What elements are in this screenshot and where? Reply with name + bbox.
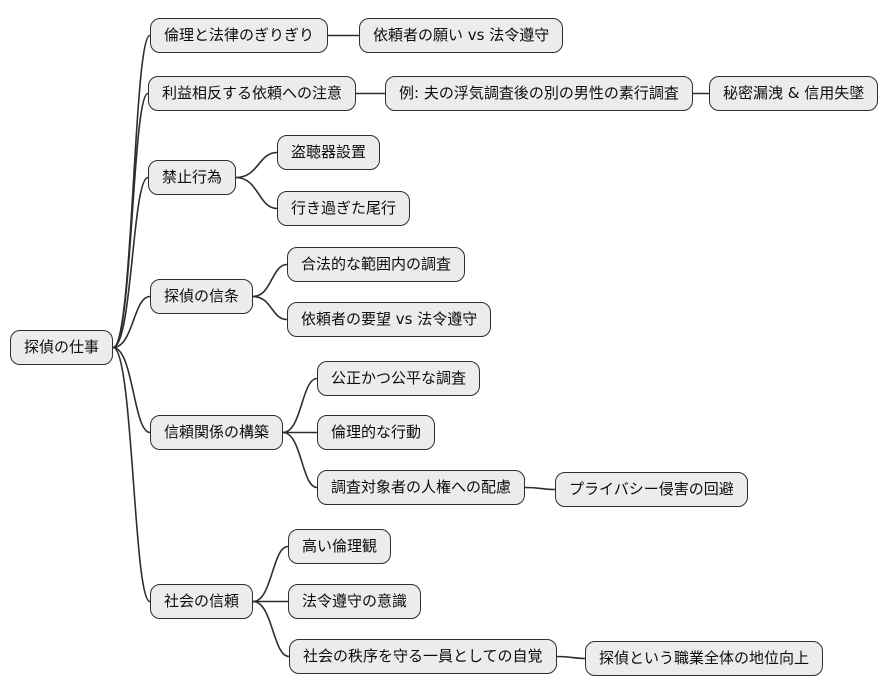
mindmap-edge-b4-b4c2 (252, 295, 288, 321)
mindmap-edge-b4-b4c1 (252, 263, 288, 298)
mindmap-node-b3c2: 行き過ぎた尾行 (277, 191, 411, 226)
mindmap-node-b6: 社会の信頼 (150, 584, 254, 619)
mindmap-node-b5c2: 倫理的な行動 (317, 415, 436, 450)
mindmap-edge-b6-b6c3 (252, 600, 290, 658)
mindmap-edge-b5c3-b5c3c1 (524, 486, 556, 491)
mindmap-node-b5c3c1: プライバシー侵害の回避 (555, 472, 748, 507)
mindmap-node-b3c1: 盗聴器設置 (277, 135, 381, 170)
mindmap-node-b6c3: 社会の秩序を守る一員としての自覚 (289, 639, 557, 674)
mindmap-node-b3: 禁止行為 (148, 160, 237, 195)
mindmap-node-b4c1: 合法的な範囲内の調査 (287, 247, 466, 282)
mindmap-edge-root-b6 (112, 346, 151, 603)
mindmap-edge-b3-b3c2 (235, 176, 278, 210)
mindmap-node-b5c3: 調査対象者の人権への配慮 (317, 470, 526, 505)
mindmap-node-b5c1: 公正かつ公平な調査 (317, 361, 481, 396)
mindmap-edge-b6-b6c1 (252, 545, 289, 603)
mindmap-node-root: 探偵の仕事 (10, 330, 114, 365)
mindmap-edge-b5-b5c3 (282, 431, 318, 489)
mindmap-node-b1: 倫理と法律のぎりぎり (150, 18, 329, 53)
mindmap-edge-root-b4 (112, 295, 151, 349)
mindmap-edge-b3-b3c1 (235, 151, 278, 179)
mindmap-edge-root-b5 (112, 346, 151, 434)
mindmap-node-b5: 信頼関係の構築 (150, 415, 284, 450)
mindmap-edge-root-b1 (112, 34, 151, 349)
mindmap-node-b1c1: 依頼者の願い vs 法令遵守 (359, 18, 564, 53)
mindmap-node-b2: 利益相反する依頼への注意 (148, 76, 357, 111)
mindmap-node-b4: 探偵の信条 (150, 279, 254, 314)
mindmap-node-b6c2: 法令遵守の意識 (288, 584, 422, 619)
mindmap-node-b6c3c1: 探偵という職業全体の地位向上 (585, 641, 824, 676)
mindmap-edge-b5-b5c1 (282, 377, 318, 434)
mindmap-edge-b6c3-b6c3c1 (556, 655, 586, 660)
mindmap-node-b2c1: 例: 夫の浮気調査後の別の男性の素行調査 (385, 76, 693, 111)
mindmap-node-b4c2: 依頼者の要望 vs 法令遵守 (287, 302, 492, 337)
mindmap-edge-root-b3 (112, 176, 149, 349)
mindmap-node-b6c1: 高い倫理観 (288, 529, 392, 564)
mindmap-edge-root-b2 (112, 92, 149, 349)
mindmap-node-b2c2: 秘密漏洩 & 信用失墜 (709, 76, 879, 111)
